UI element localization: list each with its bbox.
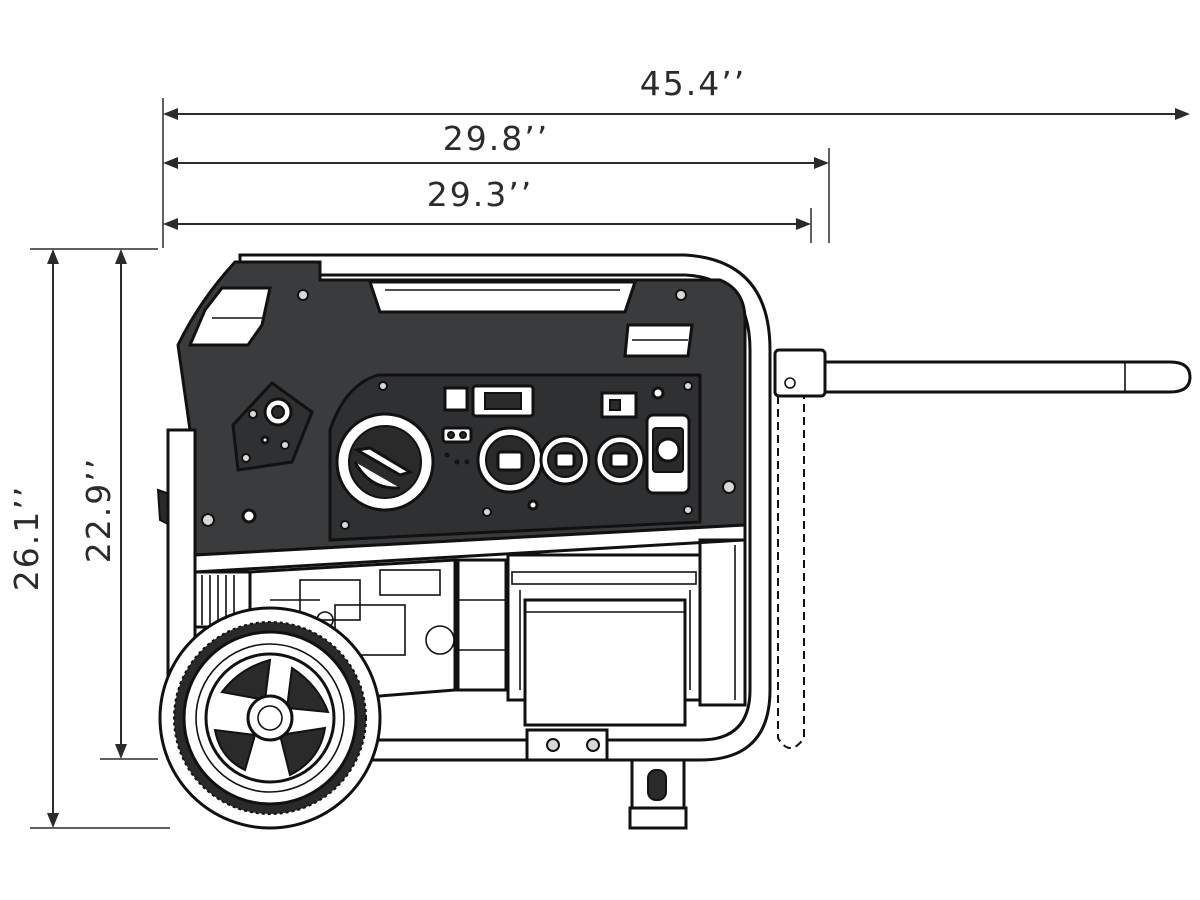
overall-height-label: 26.1’’ xyxy=(7,485,46,591)
body-length-label: 29.3’’ xyxy=(427,175,533,214)
side-plate xyxy=(231,381,314,472)
frame-height-label: 22.9’’ xyxy=(79,457,118,563)
dimension-overall-length: 45.4’’ xyxy=(162,64,1190,248)
frame-length-label: 29.8’’ xyxy=(443,119,549,158)
dimension-frame-length: 29.8’’ xyxy=(163,119,830,243)
dial-icon xyxy=(335,412,435,512)
wheel-icon xyxy=(158,606,382,830)
handle-icon xyxy=(773,348,1192,749)
generator-illustration xyxy=(156,253,1192,830)
dimension-frame-height: 22.9’’ xyxy=(79,249,158,760)
dimension-overall-height: 26.1’’ xyxy=(7,248,170,829)
control-panel xyxy=(328,373,702,542)
outlet-icon xyxy=(476,413,691,495)
engine-area xyxy=(156,428,747,830)
dimension-body-length: 29.3’’ xyxy=(163,175,812,243)
overall-length-label: 45.4’’ xyxy=(640,64,746,103)
